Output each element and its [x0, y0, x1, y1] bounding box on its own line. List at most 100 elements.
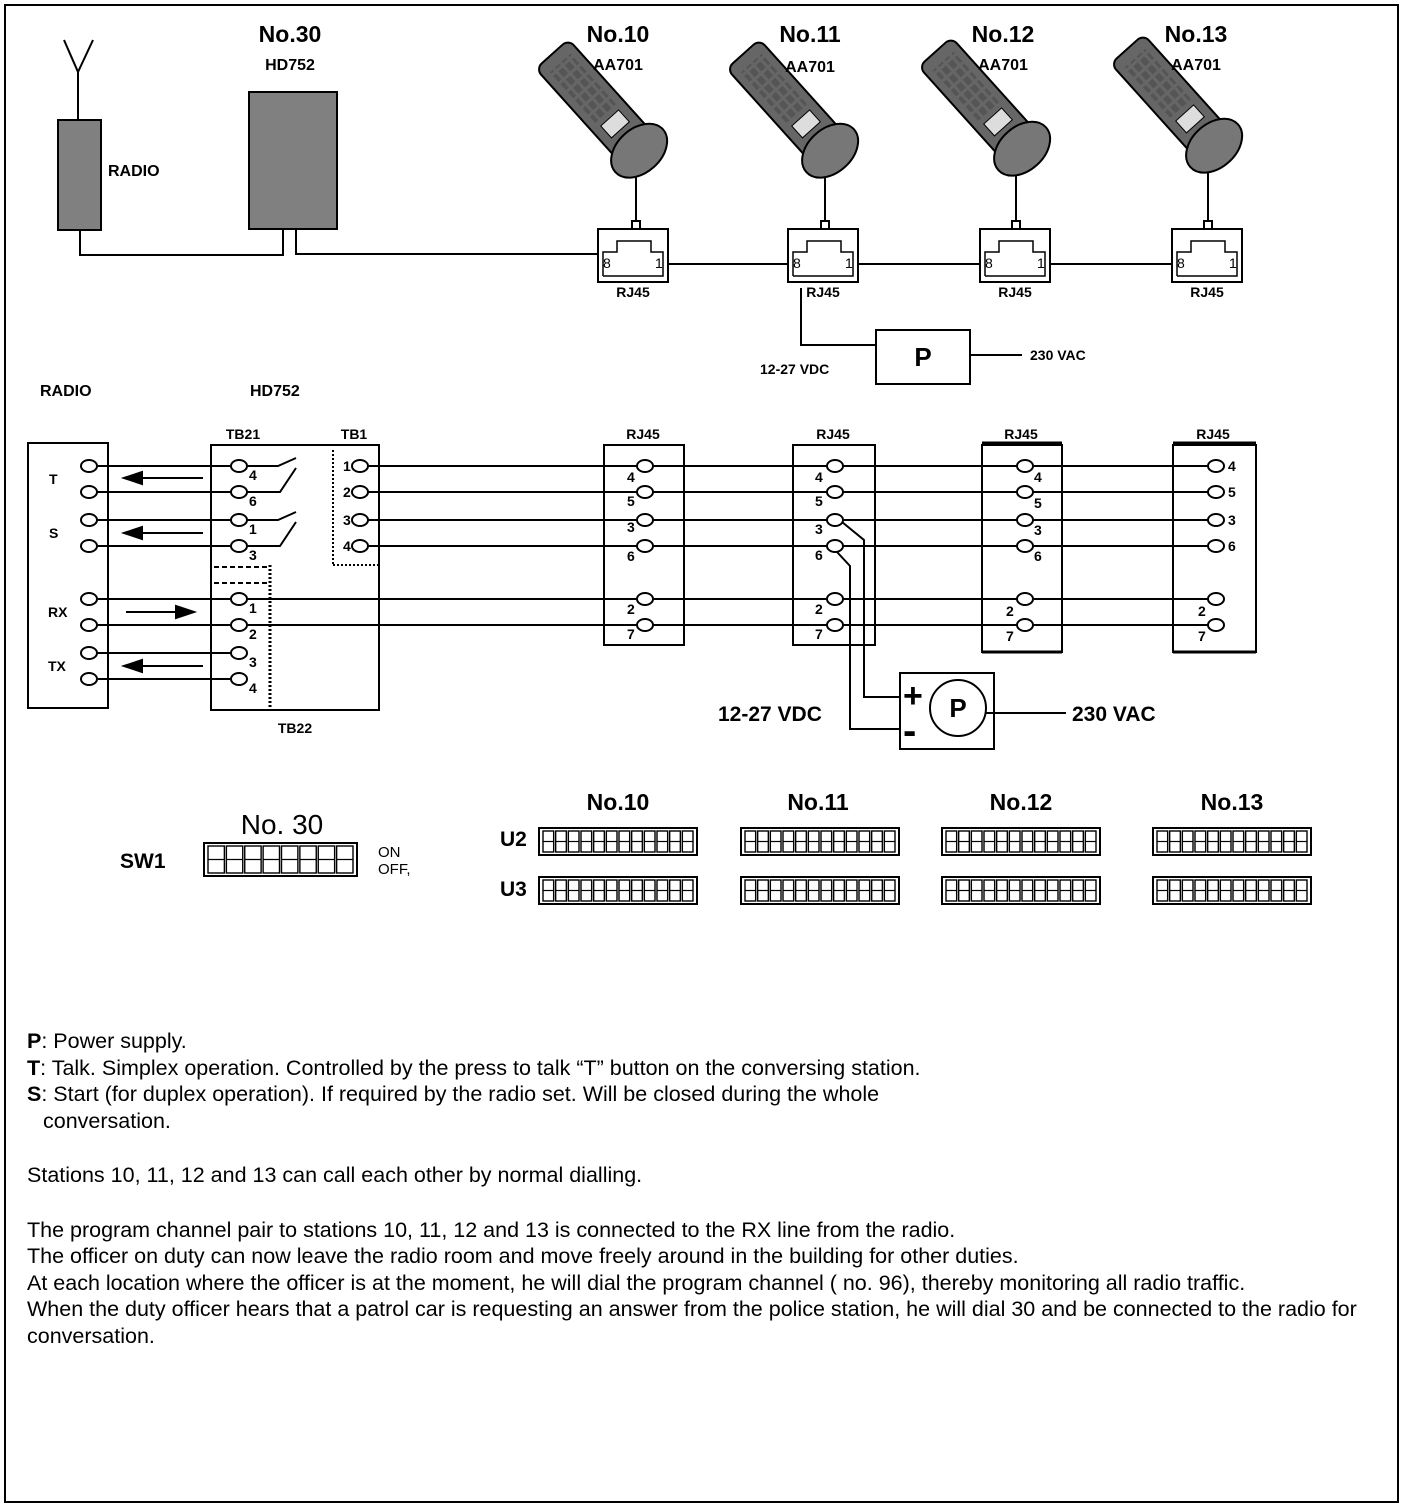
rj45-label: RJ45 [1004, 426, 1038, 442]
station-no11: No.11 [779, 21, 841, 47]
handset-icon-no11 [729, 41, 860, 179]
u3-dip-switch-no10 [538, 876, 698, 905]
switch-labels: No. 30 SW1 ON OFF, U2 U3 No.10 No.11 No.… [120, 789, 1263, 901]
rj45-pin: 6 [815, 547, 823, 563]
vdc-label: 12-27 VDC [760, 361, 829, 377]
u2-dip-switch-no10 [538, 827, 698, 856]
rj45-pin: 7 [1198, 628, 1206, 644]
sw1-station-label: No. 30 [241, 809, 324, 840]
tb22-pin: 2 [249, 626, 257, 642]
u3-label: U3 [500, 878, 527, 901]
hd752-number: No.30 [259, 21, 322, 47]
rj45-pin: 5 [1228, 484, 1236, 500]
sw1-dip-switch [203, 842, 358, 877]
handset-icon-no10 [538, 41, 669, 179]
wiring-psu-label: P [949, 693, 966, 723]
wiring-psu-box [899, 672, 995, 750]
rj45-box-no12 [981, 444, 1063, 653]
page-frame [4, 4, 1399, 1503]
u2-dip-switch-no11 [740, 827, 900, 856]
handset-icon-no12 [921, 39, 1052, 177]
tb1-pin: 1 [343, 458, 351, 474]
handset-icon-no13 [1113, 36, 1244, 174]
top-psu-box [875, 329, 971, 385]
rj45-jack-no13 [1171, 220, 1243, 283]
rj45-label: RJ45 [816, 426, 850, 442]
rj45-jack-pin-labels: 8 1 8 1 8 1 8 1 [603, 255, 1237, 271]
radio-tx-label: TX [48, 658, 67, 674]
station-no13-model: AA701 [1171, 57, 1221, 74]
psu-circle [929, 679, 987, 737]
wiring-lines [27, 441, 1257, 750]
jack-pin8-label: 8 [985, 255, 993, 271]
note-key: S [27, 1082, 42, 1106]
wiring-psu-labels: + - P 12-27 VDC 230 VAC [718, 677, 1156, 753]
rj45-pin: 3 [627, 519, 635, 535]
switch-station-no12: No.12 [990, 789, 1053, 815]
paragraph-monitoring: At each location where the officer is at… [27, 1270, 1246, 1295]
tb21-pin: 4 [249, 467, 257, 483]
notes-section: P: Power supply. T: Talk. Simplex operat… [27, 1028, 1387, 1349]
note-s-continued: conversation. [43, 1108, 171, 1133]
rj45-pin: 7 [815, 626, 823, 642]
tb22-pin: 4 [249, 680, 257, 696]
switch-station-no10: No.10 [587, 789, 650, 815]
rj45-jack-no11 [787, 220, 859, 283]
rj45-pin: 3 [815, 521, 823, 537]
station-no13: No.13 [1165, 21, 1228, 47]
paragraph-dialling: Stations 10, 11, 12 and 13 can call each… [27, 1163, 643, 1187]
rj45-pin: 6 [1228, 538, 1236, 554]
rj45-pin: 2 [815, 601, 823, 617]
tb22-pin: 3 [249, 654, 257, 670]
rj45-box-no13 [1172, 444, 1257, 653]
tb22-label: TB22 [278, 720, 312, 736]
note-text: : Power supply. [41, 1029, 187, 1053]
tb1-pin: 3 [343, 512, 351, 528]
hd752-model: HD752 [265, 57, 315, 74]
paragraph-officer: The officer on duty can now leave the ra… [27, 1244, 1019, 1268]
radio-label: RADIO [108, 163, 160, 180]
tb1-pin: 2 [343, 484, 351, 500]
switch-station-no11: No.11 [787, 789, 849, 815]
rj45-pin: 6 [627, 548, 635, 564]
rj45-jack-no12 [979, 220, 1051, 283]
plus-sign: + [903, 677, 923, 715]
rj45-label: RJ45 [626, 426, 660, 442]
rj45-pin: 4 [815, 469, 823, 485]
pin-labels: 4 6 1 3 1 2 3 4 1 2 3 4 4 5 3 6 2 7 4 5 … [249, 458, 1236, 696]
rj45-label: RJ45 [1190, 284, 1224, 300]
station-no12: No.12 [972, 21, 1035, 47]
vac-label: 230 VAC [1030, 347, 1086, 363]
wiring-radio-label: RADIO [40, 383, 92, 400]
station-no11-model: AA701 [785, 59, 835, 76]
tb21-pin: 6 [249, 493, 257, 509]
rj45-label: RJ45 [806, 284, 840, 300]
dip-switches [203, 827, 1312, 905]
rj45-pin: 4 [1228, 458, 1236, 474]
note-s: S: Start (for duplex operation). If requ… [27, 1081, 1387, 1108]
paragraph-program-channel: The program channel pair to stations 10,… [27, 1217, 956, 1242]
tb-block-box [210, 444, 380, 711]
rj45-pin: 7 [627, 626, 635, 642]
signal-arrows [120, 470, 203, 674]
note-key: T [27, 1055, 41, 1080]
tb1-pin: 4 [343, 538, 351, 554]
top-diagram [57, 39, 1209, 385]
jack-pin1-label: 1 [655, 255, 663, 271]
top-rj45-jacks [597, 220, 1243, 283]
rj45-jack-no10 [597, 220, 669, 283]
rj45-pin: 6 [1034, 548, 1042, 564]
switch-off-label: OFF, [378, 861, 411, 878]
u2-dip-switch-no13 [1152, 827, 1312, 856]
tb22-pin: 1 [249, 600, 257, 616]
note-text: : Talk. Simplex operation. Controlled by… [40, 1055, 921, 1080]
radio-box [57, 119, 102, 231]
rj45-pin: 3 [1034, 522, 1042, 538]
rj45-label: RJ45 [1196, 426, 1230, 442]
note-text: : Start (for duplex operation). If requi… [41, 1082, 880, 1106]
rj45-label: RJ45 [616, 284, 650, 300]
tb21-label: TB21 [226, 426, 260, 442]
u3-dip-switch-no12 [941, 876, 1101, 905]
wiring-labels: RADIO HD752 TB21 TB1 TB22 RJ45 RJ45 RJ45… [40, 383, 1230, 736]
jack-pin1-label: 1 [1229, 255, 1237, 271]
